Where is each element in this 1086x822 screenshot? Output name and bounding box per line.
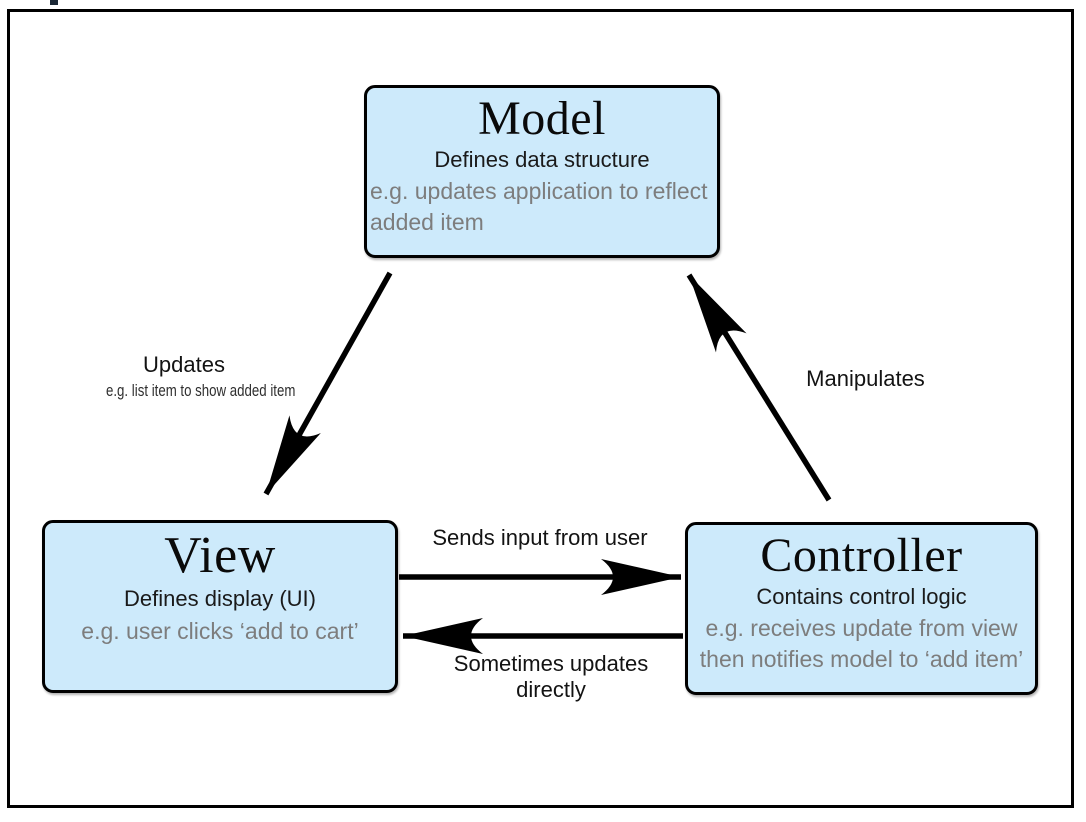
model-example-line: e.g. updates application to reflect [370,178,708,205]
diagram-border [7,9,1074,808]
sometimes-updates-label: Sometimes updates directly [453,651,649,702]
model-subtitle: Defines data structure [434,146,650,172]
view-subtitle: Defines display (UI) [124,586,316,612]
updates-label: Updates [143,352,225,377]
crop-artifact [50,0,58,5]
view-example-line: e.g. user clicks ‘add to cart’ [81,617,359,644]
model-example: e.g. updates application to reflect adde… [367,176,717,238]
controller-subtitle: Contains control logic [756,583,967,609]
sends-input-label: Sends input from user [432,525,648,550]
model-example-line: added item [370,208,484,235]
updates-sublabel: e.g. list item to show added item [106,381,296,400]
view-example: e.g. user clicks ‘add to cart’ [45,616,395,647]
model-title: Model [478,92,606,145]
controller-example-line: then notifies model to ‘add item’ [699,645,1024,672]
view-title: View [164,527,276,584]
controller-title: Controller [760,529,963,582]
controller-example: e.g. receives update from view then noti… [688,613,1035,675]
model-node: Model Defines data structure e.g. update… [364,85,720,258]
controller-node: Controller Contains control logic e.g. r… [685,522,1038,695]
updates-label-group: Updates e.g. list item to show added ite… [84,352,296,401]
manipulates-label: Manipulates [806,366,925,391]
controller-example-line: e.g. receives update from view [705,615,1018,642]
view-node: View Defines display (UI) e.g. user clic… [42,520,398,693]
